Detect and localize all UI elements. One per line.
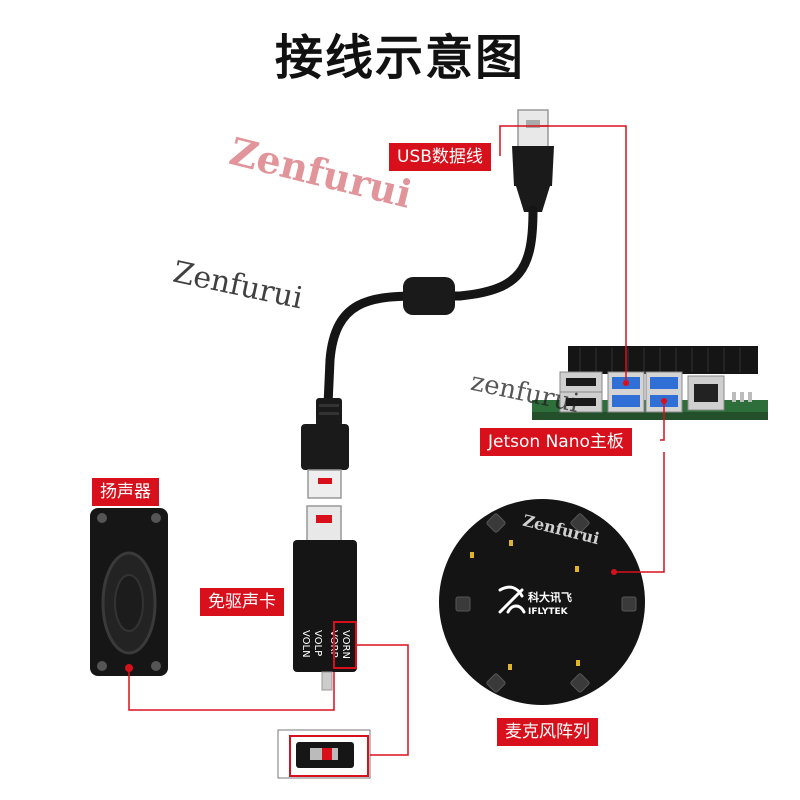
usb-female-metal (307, 469, 342, 499)
pin-label: VOLP (312, 630, 323, 656)
audio-connector (277, 729, 371, 779)
leader-lines (128, 125, 665, 756)
mic-array: 科大讯飞 IFLYTEK (439, 499, 645, 705)
mic-board (439, 499, 645, 705)
usb-plug-top-metal (517, 109, 549, 149)
usb-cable (301, 109, 554, 499)
usb-female-body (301, 424, 349, 470)
usb-cable-label: USB数据线 (389, 143, 491, 171)
mic (486, 673, 506, 693)
heatsink (568, 346, 758, 374)
jetson-nano-board (532, 346, 768, 420)
mic-brand-en: IFLYTEK (528, 607, 569, 617)
iflytek-logo-icon (498, 585, 526, 614)
mic (570, 513, 590, 533)
mic (570, 673, 590, 693)
speaker (90, 508, 168, 676)
pin-label: VORN (340, 630, 351, 659)
mic (455, 596, 471, 612)
sound-card-body (293, 540, 357, 672)
mic (621, 596, 637, 612)
sound-card-label: 免驱声卡 (200, 588, 284, 616)
pin-label: VOLN (300, 630, 311, 658)
jetson-board-label: Jetson Nano主板 (480, 428, 632, 456)
speaker-label: 扬声器 (92, 478, 159, 506)
mic (486, 513, 506, 533)
mic-array-label: 麦克风阵列 (497, 718, 598, 746)
ferrite-bead (403, 277, 455, 315)
sound-card: VORN VORP VOLP VOLN (293, 505, 357, 691)
mic-brand-cn: 科大讯飞 (528, 590, 572, 604)
connector-highlight (289, 735, 369, 777)
page-title: 接线示意图 (274, 30, 525, 86)
usb-plug-top-body (512, 146, 554, 186)
